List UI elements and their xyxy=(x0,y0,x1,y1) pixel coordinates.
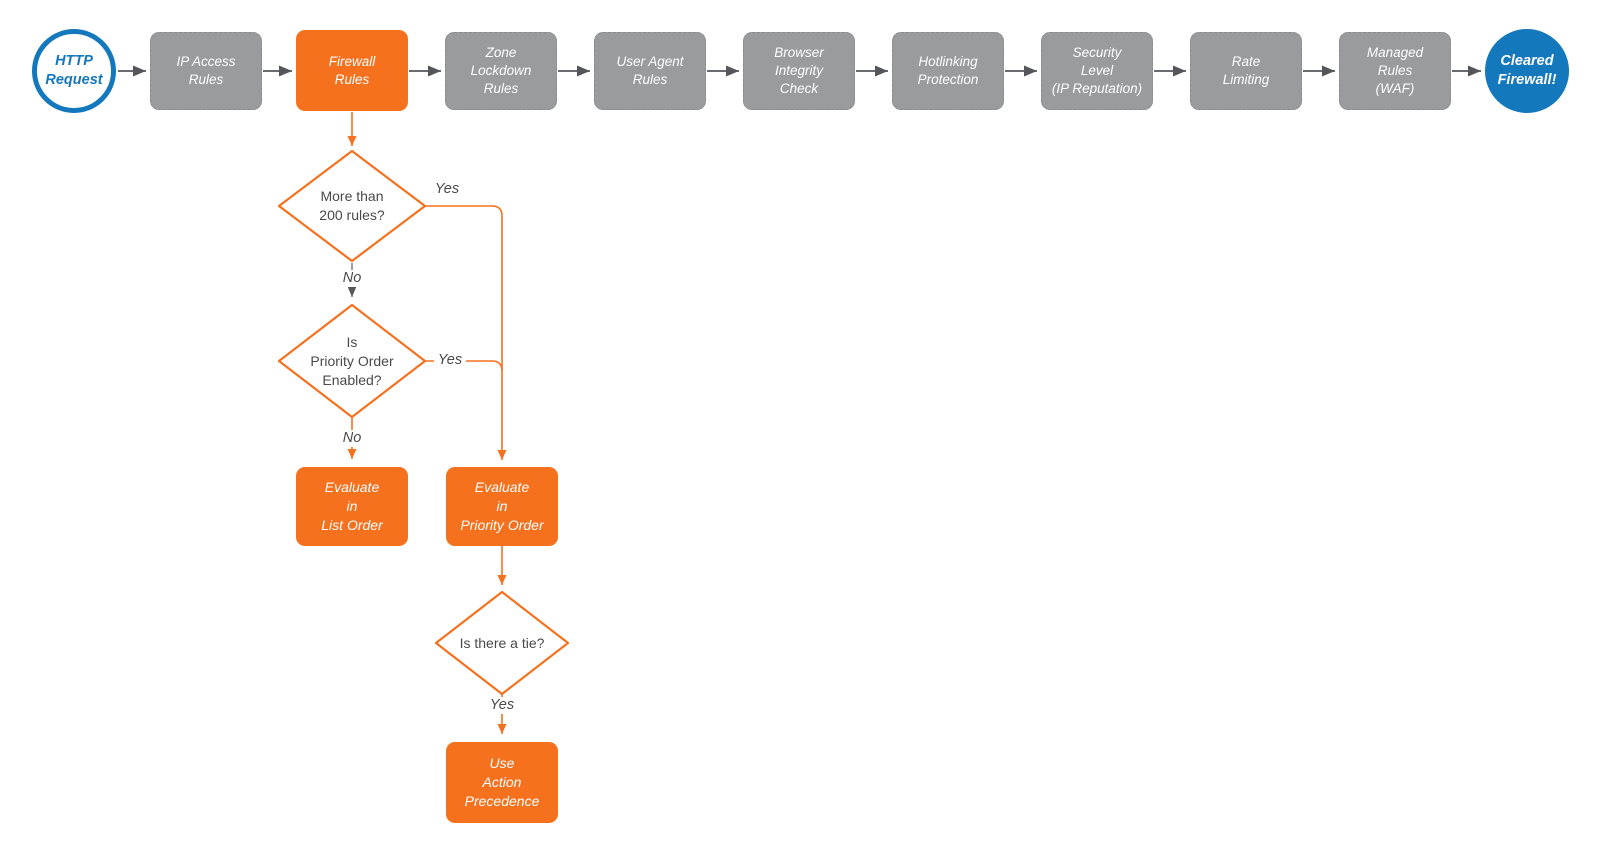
edge-label-d1-no: No xyxy=(338,270,366,287)
node-evaluate-in-list-order: Evaluate in List Order xyxy=(296,467,408,546)
end-node-cleared-firewall: Cleared Firewall! xyxy=(1485,29,1569,113)
node-evaluate-in-priority-order: Evaluate in Priority Order xyxy=(446,467,558,546)
stage-hotlinking-protection: Hotlinking Protection xyxy=(892,32,1004,110)
decision-is-there-a-tie-label: Is there a tie? xyxy=(459,634,545,651)
stage-ip-access-rules: IP Access Rules xyxy=(150,32,262,110)
decision-is-there-a-tie-shape xyxy=(434,590,570,696)
stage-firewall-rules: Firewall Rules xyxy=(296,30,408,111)
start-node-http-request: HTTP Request xyxy=(32,29,116,113)
stage-user-agent-rules: User Agent Rules xyxy=(594,32,706,110)
decision-priority-order-enabled-shape xyxy=(277,303,427,419)
decision-more-than-200-rules-shape xyxy=(277,149,427,263)
stage-managed-rules-waf: Managed Rules (WAF) xyxy=(1339,32,1451,110)
stage-security-level-ip-reputation: Security Level (IP Reputation) xyxy=(1041,32,1153,110)
stage-browser-integrity-check: Browser Integrity Check xyxy=(743,32,855,110)
edge-label-d3-yes: Yes xyxy=(485,697,519,714)
decision-priority-order-enabled-label: Is Priority Order Enabled? xyxy=(310,333,394,388)
stage-zone-lockdown-rules: Zone Lockdown Rules xyxy=(445,32,557,110)
decision-more-than-200-rules-label: More than 200 rules? xyxy=(319,188,385,223)
edge-d2-yes-join xyxy=(425,360,503,372)
decision-diamonds xyxy=(277,149,570,696)
stage-rate-limiting: Rate Limiting xyxy=(1190,32,1302,110)
node-use-action-precedence: Use Action Precedence xyxy=(446,742,558,823)
decision-tree-connectors xyxy=(346,112,507,734)
edge-label-d2-yes: Yes xyxy=(433,352,467,369)
edge-label-d1-yes: Yes xyxy=(430,181,464,198)
edge-label-d2-no: No xyxy=(338,430,366,447)
edge-d1-yes-to-priority xyxy=(425,205,507,460)
